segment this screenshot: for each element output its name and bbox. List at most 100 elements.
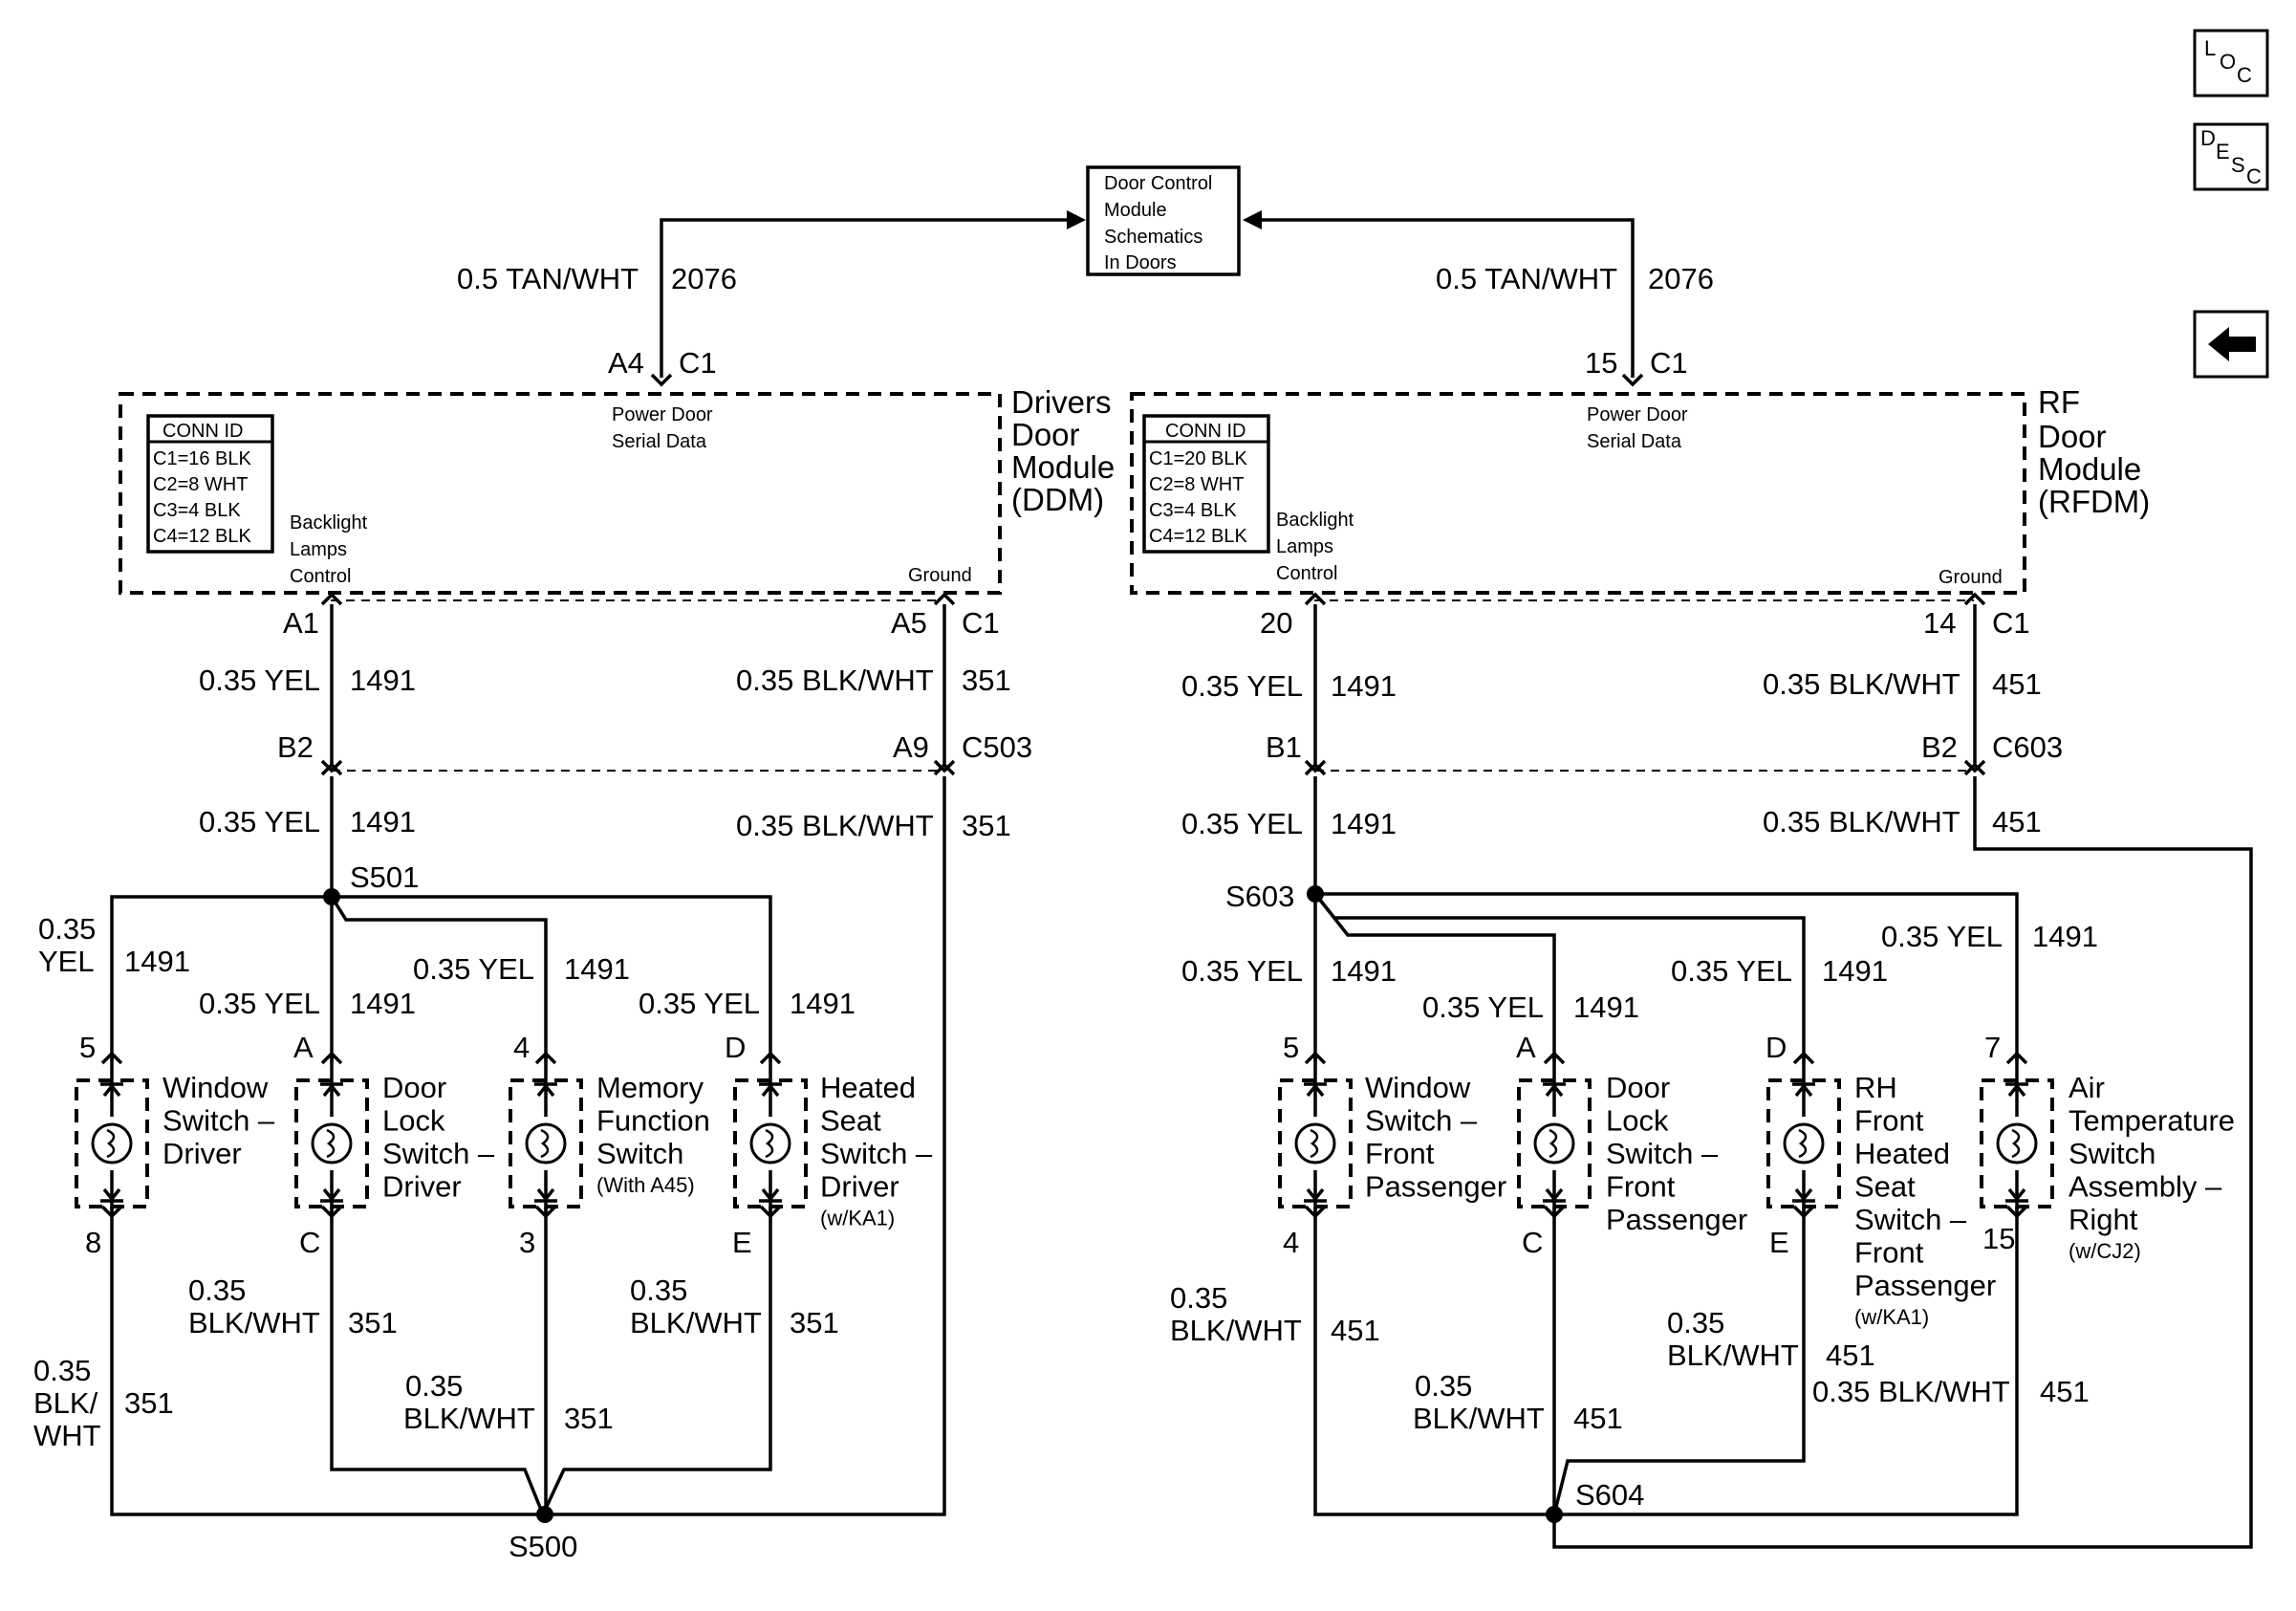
switch-name-line: Passenger [1854,1269,1996,1302]
branch-circuit: 1491 [1822,954,1888,988]
blk-wire-label: 0.35 [188,1274,246,1307]
blk-wire-label: BLK/WHT [188,1306,320,1339]
rfdm-name: Module [2038,451,2141,487]
ddm-circuit-yel: 1491 [350,664,416,697]
lamp-icon [311,1122,353,1165]
desc-button[interactable]: D E S C [2193,122,2269,191]
blk-circuit: 351 [564,1402,614,1435]
door-control-module-box[interactable]: Door Control Module Schematics In Doors [1086,165,1241,276]
switch-top-pin: 5 [79,1031,96,1064]
switch-name-line: Lock [1606,1104,1669,1138]
branch-circuit: 1491 [1331,954,1397,988]
rfdm-module[interactable]: RF Door Module (RFDM) CONN ID C1=20 BLK … [1130,384,2150,595]
switch-leads [2007,1083,2026,1202]
lamp-filament-icon [1549,1128,1558,1159]
blk-circuit: 451 [1826,1339,1875,1372]
blk-wire-label: WHT [33,1419,101,1452]
switch-top-pin: 4 [513,1031,530,1064]
switch-top-pin: D [1765,1031,1787,1064]
connector-chevron [1543,1205,1566,1219]
switch-name-line: Lock [382,1104,445,1138]
switch-top-pin: A [293,1031,314,1064]
connector-chevron [2005,1205,2028,1219]
loc-letter: L [2204,36,2216,60]
rfdm-pin-conn: C1 [1992,606,2030,640]
desc-letter: S [2231,153,2245,177]
switch-name-line: RH [1854,1071,1897,1104]
splice-s501-label: S501 [350,860,419,894]
blk-circuit: 351 [124,1386,174,1420]
backlight-label: Backlight [290,512,368,533]
arrow-icon [1243,210,1262,229]
lamp-filament-icon [106,1128,116,1159]
switch-bottom-pin: 8 [85,1226,101,1259]
switch-leads [102,1083,121,1202]
connector-chevron [100,1051,123,1065]
left-serial-circuit: 2076 [671,262,737,295]
serial-data-wires [650,210,1644,387]
left-serial-wire-label: 0.5 TAN/WHT [457,262,639,295]
switch-name-line: Switch – [820,1137,933,1170]
back-button[interactable] [2193,310,2269,379]
connector-chevron [759,1205,782,1219]
branch-wire-label: 0.35 YEL [1181,954,1303,988]
ddm-circuit-blk: 351 [962,809,1011,842]
rfdm-name: (RFDM) [2038,484,2150,519]
switch-bottom-pin: 4 [1283,1226,1299,1259]
blk-circuit: 451 [1331,1314,1380,1347]
switch-name-line: Memory [596,1071,704,1104]
lamp-filament-icon [1310,1128,1319,1159]
splice-s501-dot [323,888,340,905]
blk-wire-label: BLK/WHT [1667,1339,1799,1372]
loc-button[interactable]: L O C [2193,29,2269,98]
switch-name-line: Driver [382,1170,462,1204]
blk-circuit: 351 [348,1306,398,1339]
switch-option-note: (w/KA1) [1854,1305,1929,1329]
backlight-label: Backlight [1276,510,1354,531]
switch-name-line: Heated [820,1071,916,1104]
ddm-module[interactable]: Drivers Door Module (DDM) CONN ID C1=16 … [119,384,1115,595]
rfdm-wiring [1304,592,2253,1549]
conn-id-row: C1=16 BLK [153,448,252,469]
box-line: Door Control [1104,173,1212,194]
switch-leads [536,1083,555,1202]
switch-top-pin: D [725,1031,746,1064]
conn-id-row: C3=4 BLK [1149,500,1237,521]
branch-wire-label: YEL [38,945,95,978]
splice-s604-dot [1546,1506,1563,1523]
switch-leads [761,1083,780,1202]
blk-wire-label: 0.35 [630,1274,687,1307]
connector-chevron [534,1205,557,1219]
conn-id-row: C2=8 WHT [1149,474,1244,495]
branch-circuit: 1491 [2032,920,2098,953]
box-line: Schematics [1104,227,1202,248]
lamp-icon [1294,1122,1336,1165]
desc-letter: E [2216,140,2230,163]
switch-name-line: Function [596,1104,710,1138]
right-serial-circuit: 2076 [1648,262,1714,295]
switch-top-pin: 5 [1283,1031,1299,1064]
switch-name-line: Switch – [1854,1203,1967,1236]
switch-bottom-pin: C [1522,1226,1543,1259]
arrow-icon [1067,210,1086,229]
switch-option-note: (With A45) [596,1173,695,1197]
branch-wire-label: 0.35 YEL [639,987,760,1020]
lamp-filament-icon [326,1128,336,1159]
loc-letter: C [2237,63,2252,87]
lamp-icon [91,1122,133,1165]
loc-letter: O [2220,50,2236,74]
branch-wire-label: 0.35 YEL [1422,991,1544,1024]
right-serial-wire-label: 0.5 TAN/WHT [1436,262,1617,295]
connector-chevron [534,1051,557,1065]
ddm-circuit-blk: 351 [962,664,1011,697]
